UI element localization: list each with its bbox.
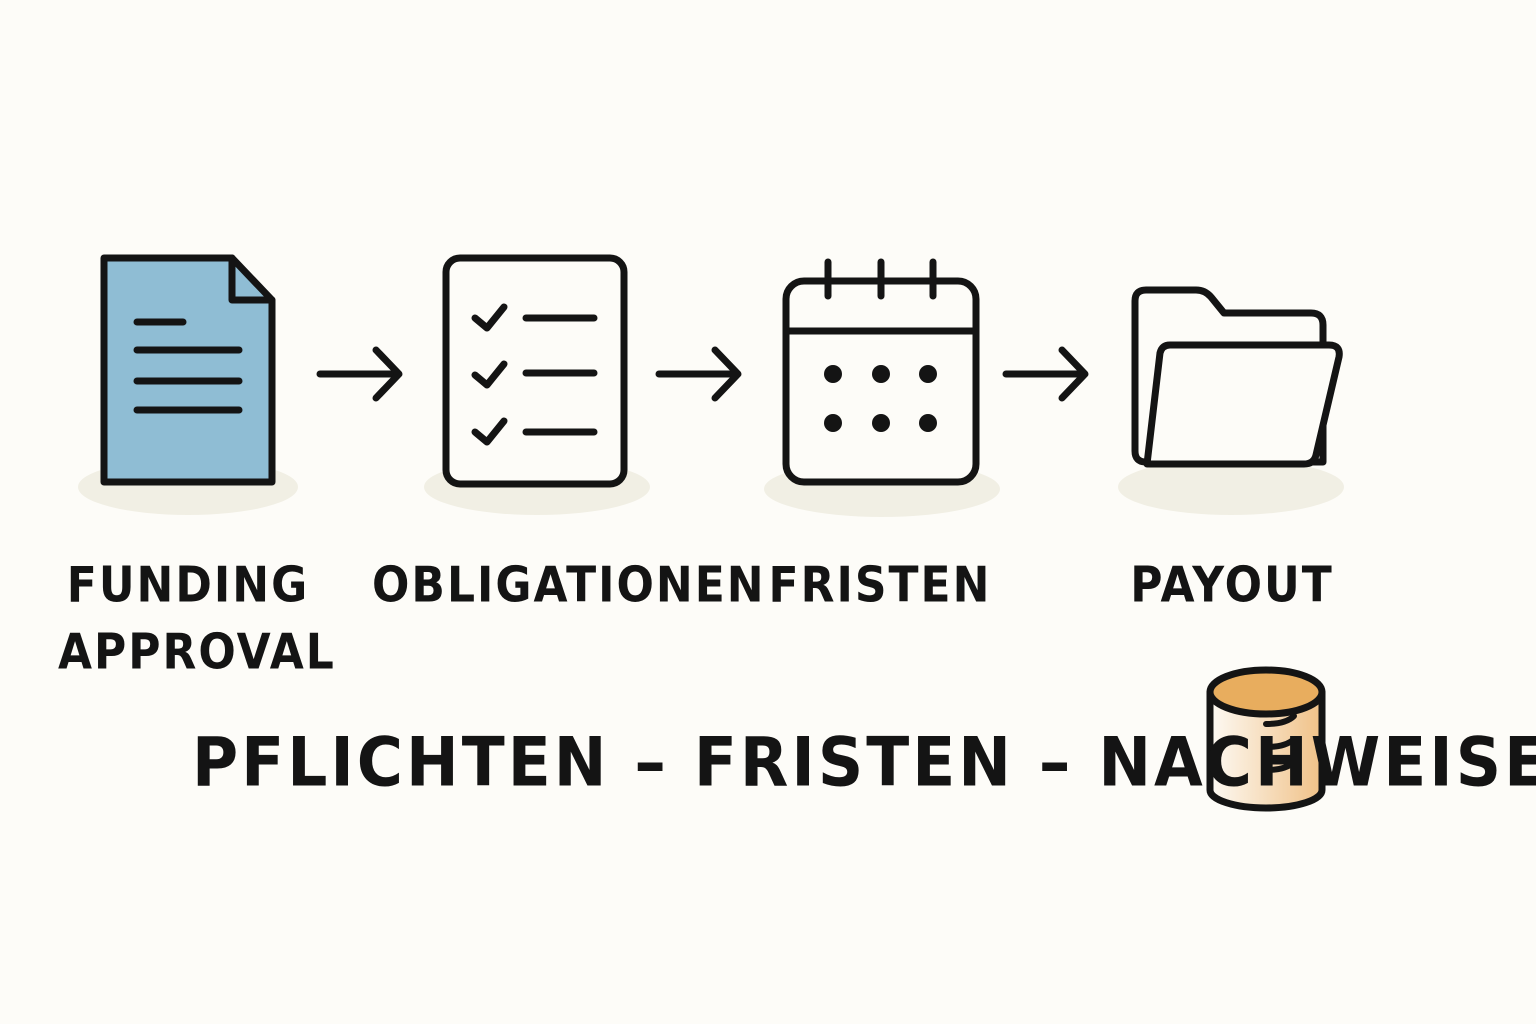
step-label-payout: PAYOUT	[1112, 552, 1352, 619]
arrow-2	[655, 346, 742, 402]
arrow-1	[316, 346, 403, 402]
folder-shadow	[1118, 459, 1344, 515]
step-label-obligationen-line-1: OBLIGATIONEN	[372, 556, 766, 614]
checklist-icon	[442, 254, 628, 488]
step-label-fristen-line-1: FRISTEN	[768, 556, 992, 614]
step-label-payout-line-1: PAYOUT	[1130, 556, 1334, 614]
folder-icon	[1131, 286, 1343, 468]
step-label-fristen: FRISTEN	[760, 552, 1000, 619]
step-label-funding-line-2: APPROVAL	[58, 623, 336, 681]
document-icon	[100, 254, 276, 486]
database-icon	[1206, 666, 1326, 812]
step-label-obligationen: OBLIGATIONEN	[372, 552, 766, 619]
arrow-3	[1002, 346, 1089, 402]
step-label-funding-approval: FUNDING APPROVAL	[58, 552, 336, 686]
tagline: PFLICHTEN – FRISTEN – NACHWEISE	[192, 723, 1536, 802]
step-label-funding-line-1: FUNDING	[66, 556, 310, 614]
calendar-icon	[782, 258, 980, 486]
